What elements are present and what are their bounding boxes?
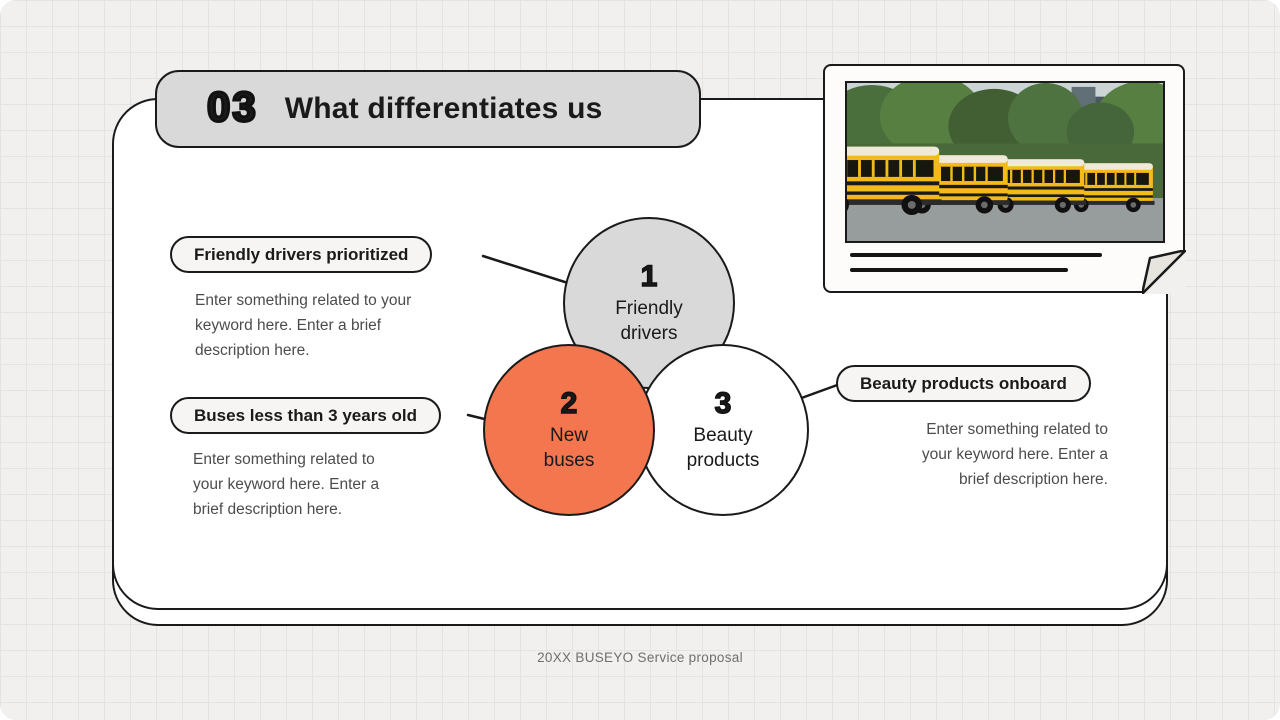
circle-number: 2 [560, 386, 578, 421]
bus-photo-illustration [847, 83, 1163, 241]
circle-label: Friendly drivers [615, 298, 683, 344]
circle-new-buses: 2 New buses [483, 344, 655, 516]
circle-label: New buses [543, 425, 595, 471]
callout-pill-friendly-drivers: Friendly drivers prioritized [170, 236, 433, 273]
photo-card [823, 64, 1186, 294]
circle-number: 3 [714, 386, 732, 421]
caption-line [850, 268, 1068, 272]
callout-pill-new-buses: Buses less than 3 years old [170, 397, 441, 434]
circle-number: 1 [640, 259, 658, 294]
school-buses-photo [845, 81, 1165, 243]
callout-description: Enter something related to your keyword … [921, 421, 1108, 488]
callout-description: Enter something related to your keyword … [195, 292, 412, 359]
folded-corner [1141, 249, 1186, 294]
callout-pill-beauty-products: Beauty products onboard [836, 365, 1091, 402]
circle-beauty-products: 3 Beauty products [637, 344, 809, 516]
slide-footer: 20XX BUSEYO Service proposal [537, 650, 743, 665]
callout-description: Enter something related to your keyword … [193, 451, 380, 518]
section-number: 03 [206, 82, 258, 132]
circle-label: Beauty products [686, 425, 760, 471]
page-title: What differentiates us [284, 92, 603, 125]
caption-line [850, 253, 1102, 257]
section-header: 03 What differentiates us [155, 70, 701, 148]
